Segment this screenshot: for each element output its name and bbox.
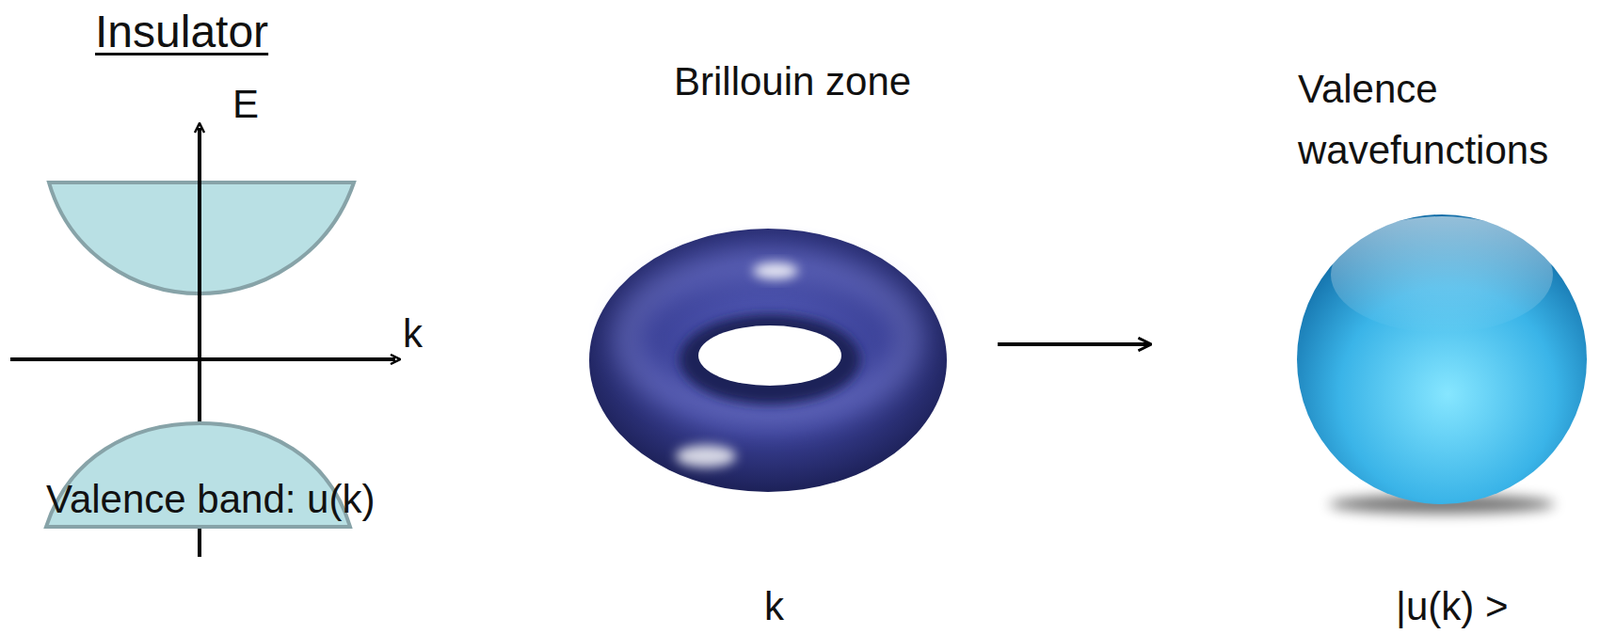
- valence-band: Valence band: u(k): [42, 419, 429, 531]
- energy-axis: [197, 528, 202, 558]
- torus-highlight: [752, 262, 799, 280]
- torus-highlight: [675, 445, 736, 468]
- torus-body: [589, 228, 947, 493]
- axis-label: E: [232, 80, 259, 128]
- band-label: Valence band: u(k): [46, 476, 375, 524]
- sphere-body: [1296, 214, 1587, 505]
- sphere-label: |u(k) >: [1395, 583, 1508, 631]
- torus-label: k: [764, 583, 784, 631]
- torus-inner-shade: [679, 314, 861, 405]
- diagram-title: Insulator: [95, 5, 269, 58]
- brillouin-torus: Brillouin zone k: [564, 56, 998, 629]
- axis-label: k: [402, 310, 423, 358]
- torus-heading: Brillouin zone: [673, 58, 912, 106]
- sphere-gloss: [1330, 216, 1553, 334]
- wavefunction-sphere: Valence wavefunctions|u(k) >: [1150, 56, 1593, 629]
- sphere-heading: Valence wavefunctions: [1297, 58, 1600, 181]
- momentum-axis: [10, 357, 396, 362]
- brillouin-torus-shape: [564, 56, 998, 629]
- energy-axis: [197, 128, 202, 424]
- torus-hole: [698, 325, 842, 386]
- arrow-connector: [997, 342, 1151, 347]
- torus-shine: [626, 263, 910, 415]
